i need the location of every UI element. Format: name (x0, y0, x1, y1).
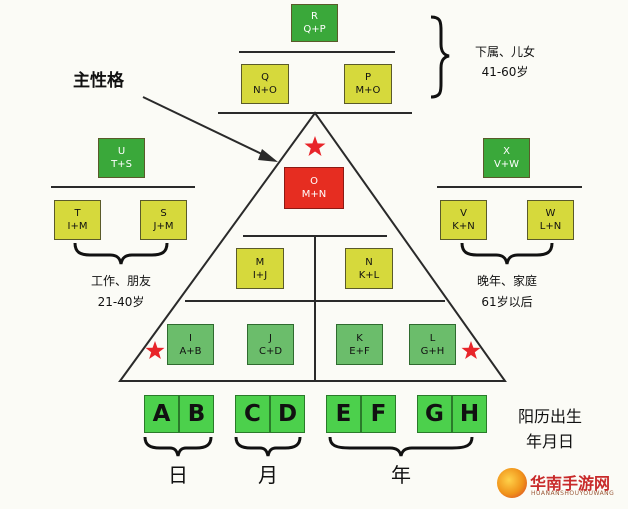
node-R-letter: R (311, 11, 318, 22)
arrow-head (258, 149, 278, 162)
star-icon-right (461, 341, 481, 359)
node-L-formula: G+H (420, 345, 445, 357)
node-S: S J+M (140, 200, 187, 240)
node-O-letter: O (310, 176, 318, 187)
node-T-letter: T (74, 208, 81, 219)
children-brace (430, 15, 450, 99)
node-W: W L+N (527, 200, 574, 240)
node-P: P M+O (344, 64, 392, 104)
birth-box-E: E (326, 395, 361, 433)
node-X-letter: X (503, 146, 510, 157)
birth-label-line2: 年月日 (525, 432, 574, 451)
day-brace (143, 436, 213, 457)
year-label: 年 (391, 463, 411, 487)
node-K-letter: K (356, 332, 363, 344)
node-X-formula: V+W (493, 159, 520, 170)
node-P-formula: M+O (355, 85, 381, 96)
node-M: M I+J (236, 248, 284, 289)
node-S-letter: S (160, 208, 167, 219)
node-X: X V+W (483, 138, 530, 178)
month-label: 月 (258, 463, 278, 487)
node-P-letter: P (364, 72, 372, 83)
node-N: N K+L (345, 248, 393, 289)
children-label-line1: 下属、儿女 (474, 45, 535, 59)
node-J: J C+D (247, 324, 294, 365)
node-V-formula: K+N (452, 221, 475, 232)
node-I-formula: A+B (179, 345, 202, 357)
node-W-letter: W (545, 208, 556, 219)
node-Q: Q N+O (241, 64, 289, 104)
watermark-subtext: HUANANSHOUYOUWANG (531, 490, 615, 497)
birth-label-line1: 阳历出生 (517, 407, 582, 426)
node-J-formula: C+D (258, 345, 283, 357)
node-J-letter: J (269, 332, 272, 344)
pyramid-outline (118, 111, 507, 382)
family-label-line2: 61岁以后 (481, 295, 533, 309)
family-brace (460, 242, 554, 265)
node-K: K E+F (336, 324, 383, 365)
watermark-text: 华南手游网 (530, 474, 611, 493)
node-I: I A+B (167, 324, 214, 365)
node-T: T I+M (54, 200, 101, 240)
birth-box-C: C (235, 395, 270, 433)
family-label-line1: 晚年、家庭 (476, 274, 537, 288)
birth-box-B: B (179, 395, 214, 433)
node-U: U T+S (98, 138, 145, 178)
node-T-formula: I+M (67, 221, 88, 232)
node-K-formula: E+F (349, 345, 370, 357)
friends-brace (73, 242, 169, 265)
node-I-letter: I (189, 332, 192, 344)
watermark-logo-icon (497, 468, 527, 498)
node-R: R Q+P (291, 4, 338, 42)
node-L: L G+H (409, 324, 456, 365)
birth-box-G: G (417, 395, 452, 433)
node-N-letter: N (365, 256, 373, 268)
birth-box-A: A (144, 395, 179, 433)
year-brace (328, 436, 474, 457)
children-label-line2: 41-60岁 (481, 65, 529, 79)
node-R-formula: Q+P (303, 24, 326, 35)
node-S-formula: J+M (153, 221, 174, 232)
node-L-letter: L (429, 332, 436, 344)
birth-box-D: D (270, 395, 305, 433)
friends-label-line2: 21-40岁 (97, 295, 145, 309)
node-M-letter: M (255, 256, 265, 268)
node-V-letter: V (460, 208, 467, 219)
birth-box-F: F (361, 395, 396, 433)
node-O-formula: M+N (301, 189, 327, 200)
month-brace (234, 436, 302, 457)
node-W-formula: L+N (539, 221, 562, 232)
main-character-label: 主性格 (73, 71, 124, 91)
node-Q-letter: Q (261, 72, 269, 83)
node-U-formula: T+S (111, 159, 132, 170)
main-character-arrow (142, 96, 269, 158)
node-U-letter: U (117, 146, 126, 157)
node-O: O M+N (284, 167, 344, 209)
day-label: 日 (168, 463, 188, 487)
star-icon-top (304, 136, 326, 156)
star-icon-left (145, 341, 165, 359)
node-M-formula: I+J (252, 269, 268, 281)
node-V: V K+N (440, 200, 487, 240)
node-Q-formula: N+O (253, 85, 277, 96)
node-N-formula: K+L (358, 269, 380, 281)
birth-box-H: H (452, 395, 487, 433)
friends-label-line1: 工作、朋友 (90, 274, 151, 288)
